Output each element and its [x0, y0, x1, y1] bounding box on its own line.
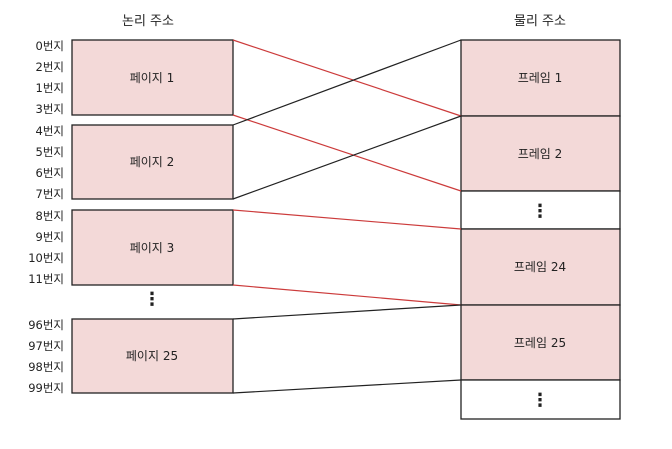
address-label: 96번지 — [28, 318, 64, 332]
address-label: 8번지 — [36, 209, 64, 223]
mapping-line-page2-top — [232, 39, 462, 126]
address-label: 3번지 — [36, 102, 64, 116]
frame-label: 프레임 25 — [514, 336, 566, 350]
mapping-line-page2-bottom — [232, 115, 462, 200]
frame-box-2: 프레임 2 — [460, 115, 621, 192]
page-label: 페이지 1 — [130, 71, 175, 85]
mapping-line-page3-top — [232, 209, 462, 230]
address-label: 1번지 — [36, 81, 64, 95]
page-box-1: 페이지 1 — [71, 39, 234, 116]
frame-box-1: 프레임 1 — [460, 39, 621, 117]
frame-label: 프레임 24 — [514, 260, 566, 274]
page-label: 페이지 25 — [126, 349, 178, 363]
page-box-25: 페이지 25 — [71, 318, 234, 394]
mapping-line-page25-bottom — [232, 379, 462, 394]
frame-label: 프레임 2 — [518, 147, 563, 161]
frames-ellipsis: ⋮ — [531, 390, 549, 411]
pages-ellipsis: ⋮ — [143, 289, 161, 310]
address-label: 98번지 — [28, 360, 64, 374]
frame-box-24: 프레임 24 — [460, 228, 621, 306]
address-labels: 0번지 2번지 1번지 3번지 4번지 5번지 6번지 7번지 8번지 9번지 … — [28, 39, 64, 395]
address-label: 5번지 — [36, 145, 64, 159]
frames-ellipsis: ⋮ — [531, 201, 549, 222]
page-label: 페이지 2 — [130, 155, 175, 169]
page-box-2: 페이지 2 — [71, 124, 234, 200]
page-box-3: 페이지 3 — [71, 209, 234, 286]
mapping-line-page1-bottom — [232, 114, 462, 192]
mapping-line-page25-top — [232, 304, 462, 320]
address-label: 6번지 — [36, 166, 64, 180]
mapping-line-page3-bottom — [232, 284, 462, 306]
frame-label: 프레임 1 — [518, 71, 563, 85]
address-label: 0번지 — [36, 39, 64, 53]
address-label: 4번지 — [36, 124, 64, 138]
address-label: 10번지 — [28, 251, 64, 265]
address-label: 11번지 — [28, 272, 64, 286]
address-label: 99번지 — [28, 381, 64, 395]
logical-address-title: 논리 주소 — [122, 14, 174, 29]
mapping-line-page1-top — [232, 39, 462, 117]
physical-address-title: 물리 주소 — [514, 14, 566, 29]
page-label: 페이지 3 — [130, 241, 175, 255]
address-label: 2번지 — [36, 60, 64, 74]
frame-box-25: 프레임 25 — [460, 304, 621, 381]
address-label: 7번지 — [36, 187, 64, 201]
frame-empty-1: ⋮ — [460, 190, 621, 230]
frame-empty-2: ⋮ — [460, 379, 621, 420]
address-label: 9번지 — [36, 230, 64, 244]
address-label: 97번지 — [28, 339, 64, 353]
